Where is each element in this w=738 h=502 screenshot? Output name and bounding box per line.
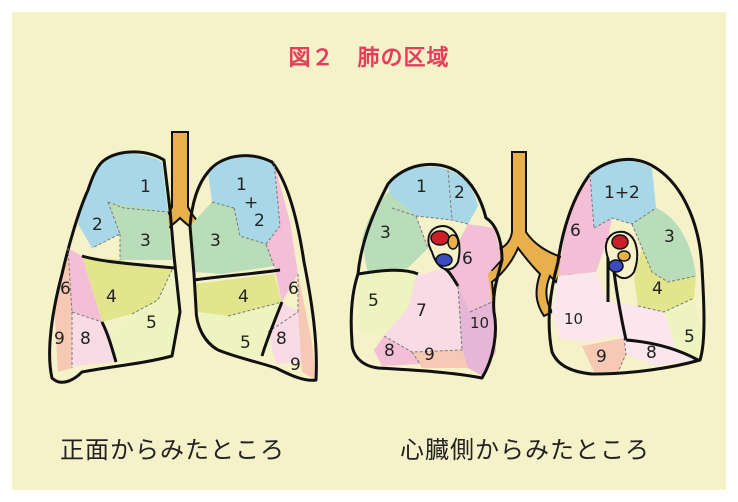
label-ml-4: 4 xyxy=(652,279,663,299)
label-mr-1: 1 xyxy=(416,177,427,197)
label-ml-8: 8 xyxy=(646,343,657,363)
label-fr-6: 6 xyxy=(60,279,71,299)
caption-front-view: 正面からみたところ xyxy=(60,430,285,465)
medial-left-bronchus xyxy=(618,251,630,261)
label-fl-9: 9 xyxy=(290,355,301,375)
label-mr-8: 8 xyxy=(384,341,395,361)
label-mr-3: 3 xyxy=(380,223,391,243)
medial-right-vein xyxy=(436,254,452,266)
medial-left-vein xyxy=(609,260,623,272)
label-ml-10: 10 xyxy=(564,310,583,328)
label-mr-10: 10 xyxy=(470,314,489,332)
label-fr-4: 4 xyxy=(106,287,117,307)
front-left-lung xyxy=(190,156,316,381)
label-fr-5: 5 xyxy=(146,313,157,333)
label-mr-2: 2 xyxy=(454,183,465,203)
label-fl-4: 4 xyxy=(238,287,249,307)
label-ml-6: 6 xyxy=(570,221,581,241)
label-fl-3: 3 xyxy=(210,231,221,251)
medial-right-artery xyxy=(431,231,449,245)
figure-panel: 図２ 肺の区域 xyxy=(12,12,726,490)
label-fl-8: 8 xyxy=(276,329,287,349)
label-fl-1: 1 xyxy=(236,175,247,195)
label-ml-9: 9 xyxy=(596,347,607,367)
label-ml-5: 5 xyxy=(684,327,695,347)
caption-medial-view: 心臓側からみたところ xyxy=(400,430,650,465)
label-fr-3: 3 xyxy=(140,231,151,251)
lung-diagram: 1 2 3 4 5 6 8 9 1 + 2 3 4 5 6 8 9 1 2 3 … xyxy=(12,12,726,490)
label-mr-5: 5 xyxy=(368,291,379,311)
medial-left-artery xyxy=(612,235,628,249)
label-fl-6: 6 xyxy=(288,279,299,299)
front-right-lung xyxy=(50,152,180,382)
label-fl-plus: + xyxy=(244,193,258,213)
label-ml-12: 1+2 xyxy=(604,183,640,203)
label-ml-3: 3 xyxy=(664,227,675,247)
medial-right-bronchus xyxy=(448,235,458,249)
medial-left-seg-10 xyxy=(552,272,614,342)
label-fr-2: 2 xyxy=(92,215,103,235)
label-mr-9: 9 xyxy=(424,345,435,365)
label-fr-9: 9 xyxy=(54,329,65,349)
medial-right-seg-9 xyxy=(412,350,468,368)
label-fr-1: 1 xyxy=(140,177,151,197)
label-fr-8: 8 xyxy=(80,329,91,349)
label-mr-6: 6 xyxy=(462,249,473,269)
label-fl-2: 2 xyxy=(254,211,265,231)
label-fl-5: 5 xyxy=(240,333,251,353)
label-mr-7: 7 xyxy=(416,301,427,321)
